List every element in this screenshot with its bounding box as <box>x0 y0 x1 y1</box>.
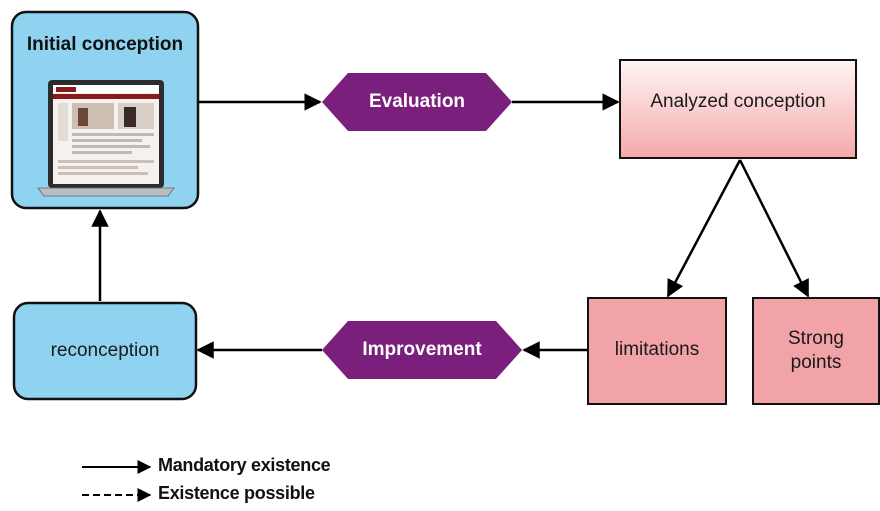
analyzed-conception-box <box>619 59 857 159</box>
legend-dashed-label: Existence possible <box>158 483 315 503</box>
analyzed-conception-label: Analyzed conception <box>650 91 826 113</box>
limitations-label: limitations <box>614 339 700 361</box>
strong-points-box <box>752 297 880 405</box>
arrow-analyzed-to-limitations <box>666 159 742 298</box>
reconception-label: reconception <box>50 340 160 362</box>
reconception-box <box>12 301 198 401</box>
strong-points-label: Strong points <box>788 328 844 373</box>
improvement-hexagon <box>322 321 522 379</box>
initial-conception-label: Initial conception <box>26 34 184 56</box>
evaluation-hexagon <box>322 73 512 131</box>
legend-solid-label: Mandatory existence <box>158 455 331 475</box>
laptop-icon <box>37 80 175 197</box>
evaluation-label: Evaluation <box>368 91 466 113</box>
improvement-label: Improvement <box>362 339 482 361</box>
arrow-analyzed-to-strong-points <box>738 159 810 298</box>
limitations-box <box>587 297 727 405</box>
